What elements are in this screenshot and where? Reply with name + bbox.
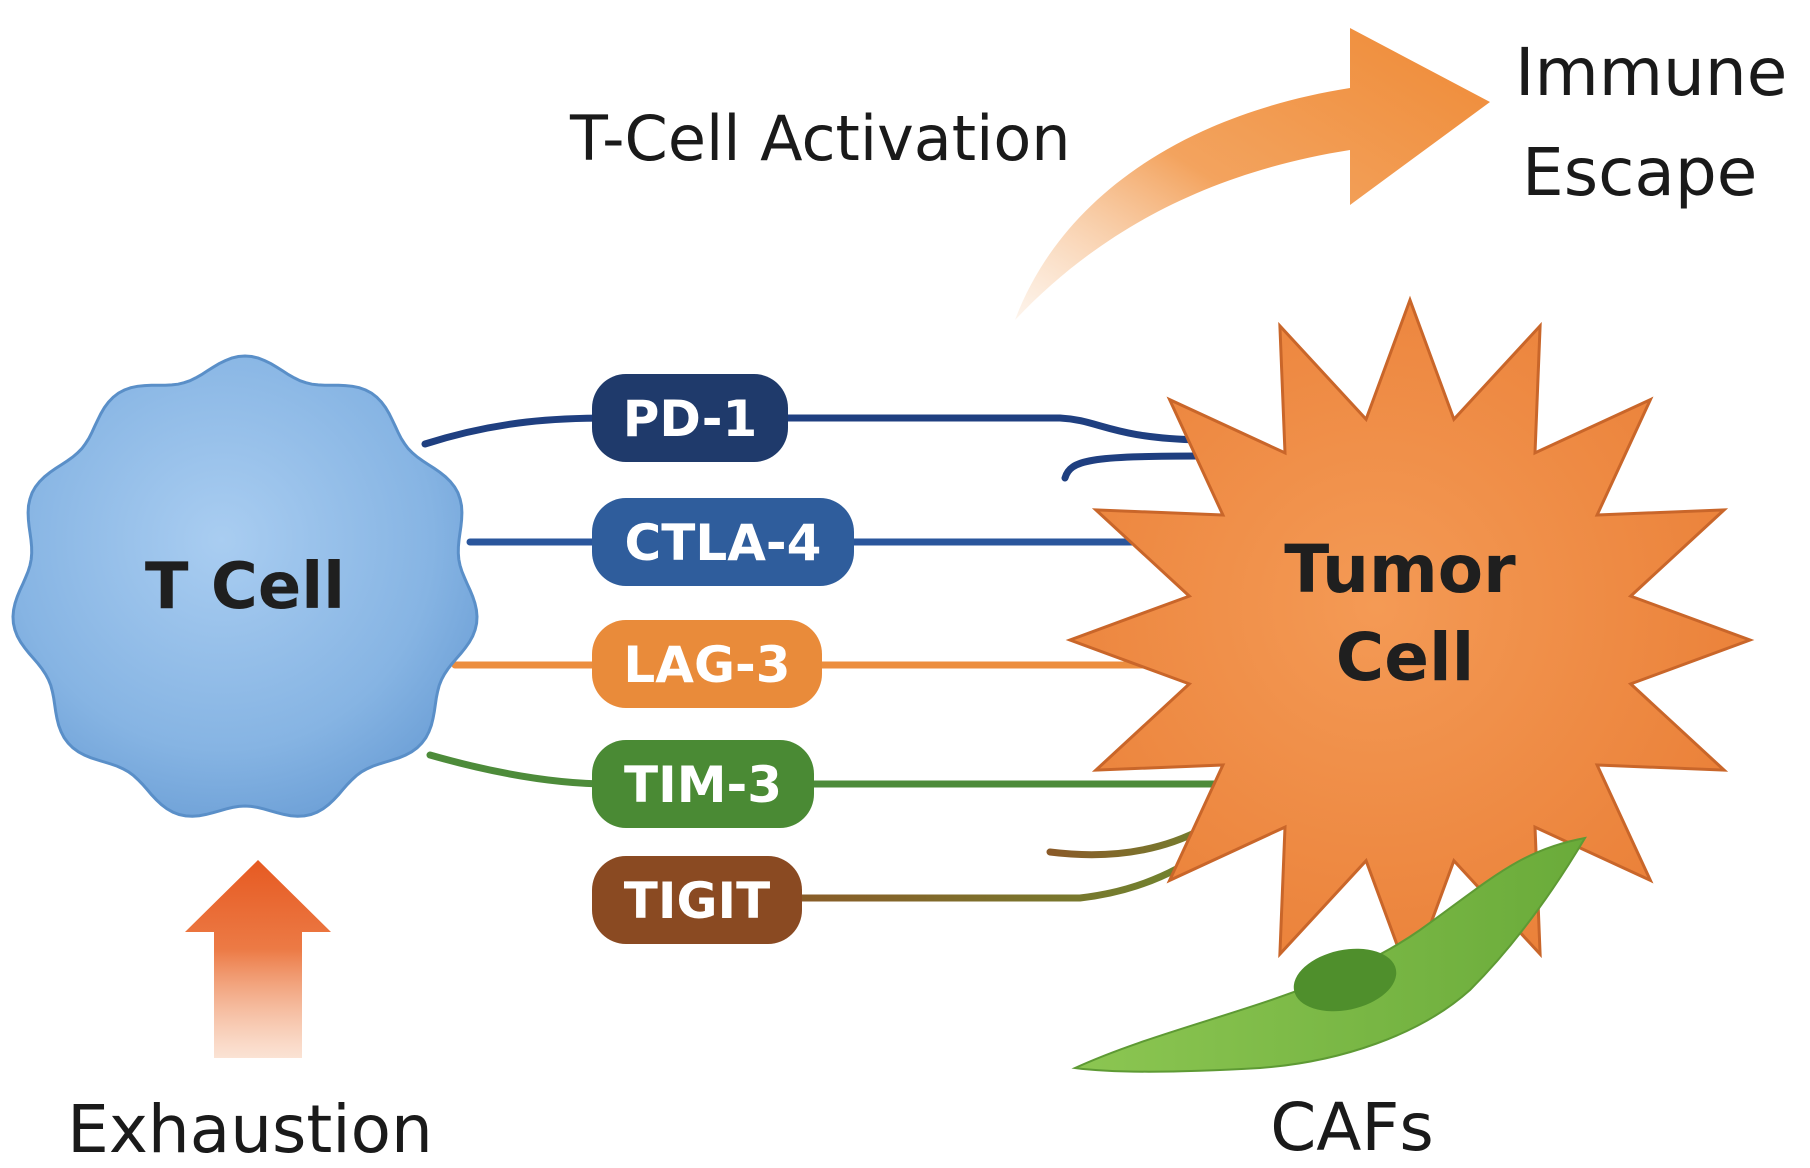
exhaustion-label: Exhaustion [67, 1091, 433, 1168]
tim3-label: TIM-3 [624, 756, 782, 814]
caf-nucleus [1293, 948, 1397, 1012]
tigit-pill-bg [592, 856, 802, 944]
immune-escape-label-line1: Immune [1515, 34, 1787, 111]
tumor-cell-label-line2: Cell [1336, 619, 1474, 696]
ctla4-label: CTLA-4 [625, 514, 822, 572]
checkpoint-pill-ctla4: CTLA-4 [592, 498, 854, 586]
t-cell-label: T Cell [145, 550, 345, 624]
cafs-label: CAFs [1270, 1089, 1434, 1166]
immune-escape-arrow [1015, 28, 1490, 320]
pd1-branch-line [1061, 452, 1204, 482]
lag3-pill-bg [592, 620, 822, 708]
checkpoint-pill-tim3: TIM-3 [592, 740, 814, 828]
checkpoint-pill-pd1: PD-1 [592, 374, 788, 462]
ctla4-pill-bg [592, 498, 854, 586]
pd1-line [421, 414, 1204, 448]
tigit-label: TIGIT [624, 872, 770, 930]
t-cell [11, 354, 479, 818]
lag3-label: LAG-3 [623, 636, 790, 694]
pd1-label: PD-1 [623, 390, 758, 448]
checkpoint-pill-tigit: TIGIT [592, 856, 802, 944]
tim3-pill-bg [592, 740, 814, 828]
tumor-cell-label-line1: Tumor [1284, 531, 1516, 608]
diagram-title: T-Cell Activation [569, 102, 1071, 175]
checkpoint-pill-lag3: LAG-3 [592, 620, 822, 708]
immune-escape-label-line2: Escape [1522, 134, 1757, 211]
exhaustion-arrow [185, 860, 331, 1058]
pd1-pill-bg [592, 374, 788, 462]
